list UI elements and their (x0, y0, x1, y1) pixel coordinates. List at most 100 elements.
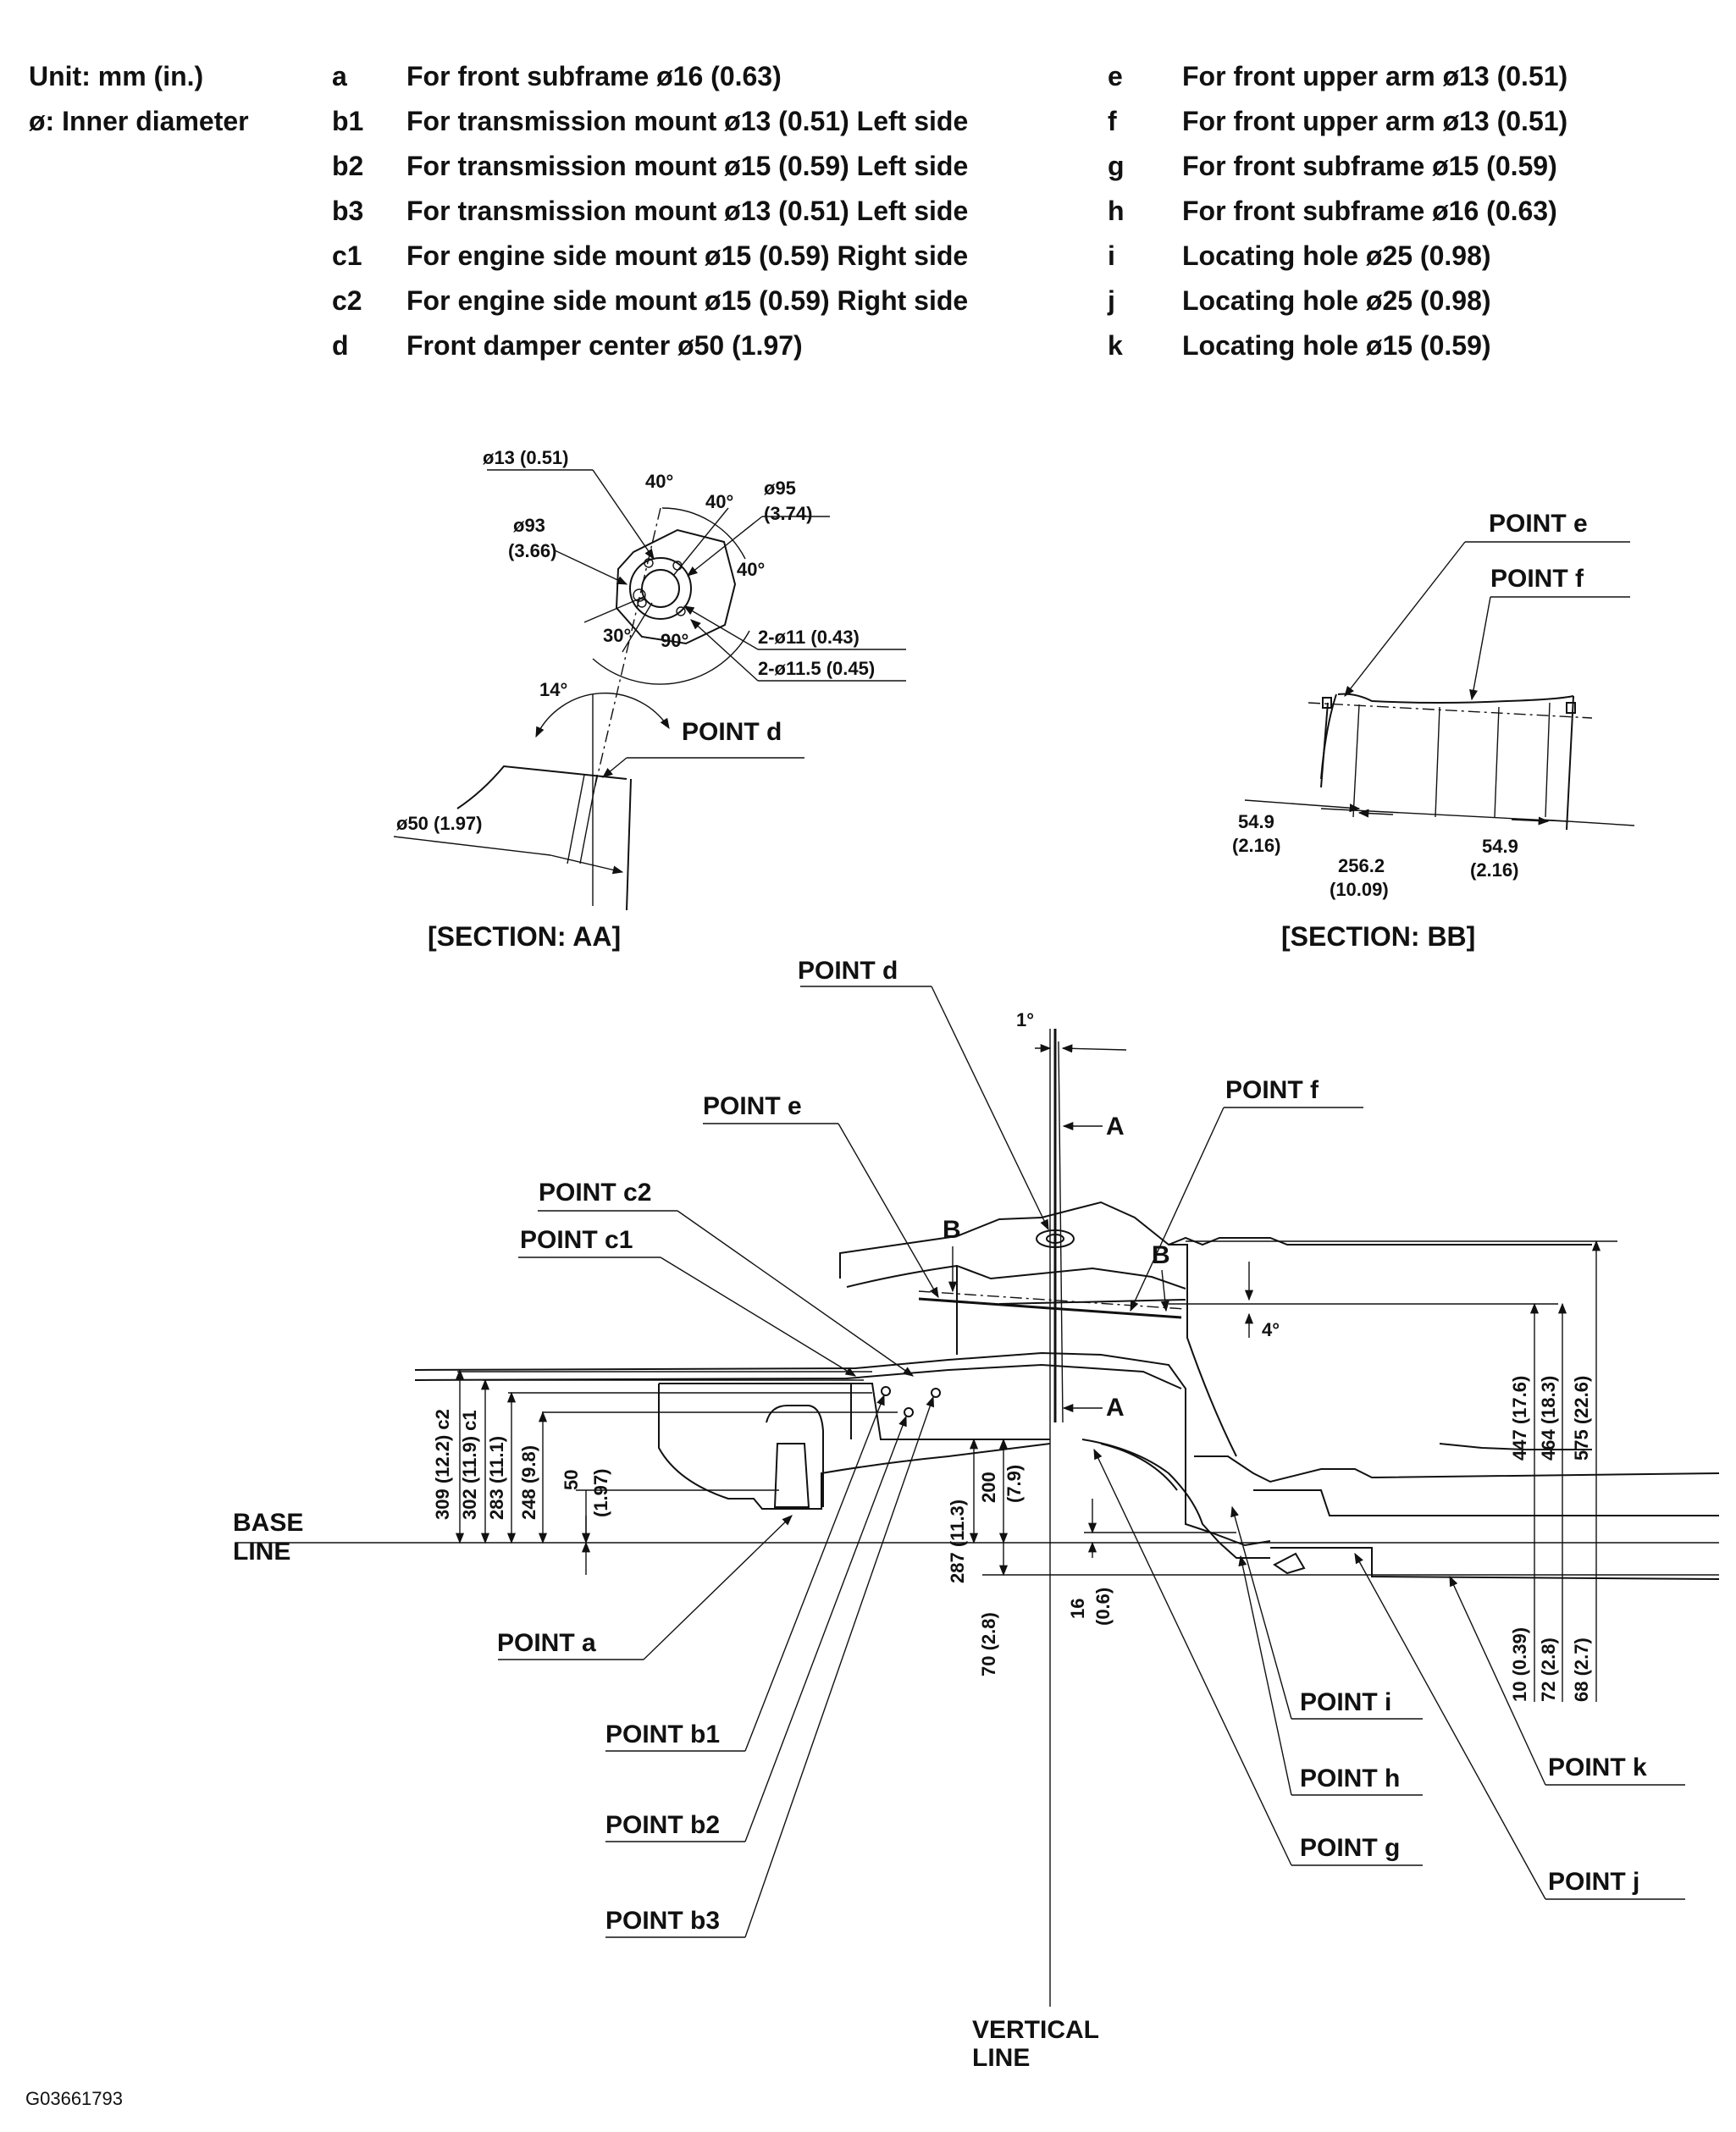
leader-c2 (677, 1210, 915, 1377)
figure-id: G03661793 (25, 2088, 123, 2109)
angle-90-label: 90° (661, 630, 688, 651)
leader-line (1344, 541, 1466, 697)
point-f-label: POINT f (1225, 1076, 1319, 1104)
dim-c1-label: 302 (11.9) c1 (459, 1410, 480, 1520)
dim-575-label: 575 (22.6) (1571, 1376, 1592, 1461)
bolt-circle-arc (592, 630, 750, 685)
leader-line (592, 469, 655, 561)
point-d-label: POINT d (682, 718, 782, 746)
arm-top-outline (1337, 693, 1574, 704)
dim-447-label: 447 (17.6) (1509, 1376, 1530, 1461)
dim-287-label: 287 (11.3) (947, 1500, 968, 1583)
dim-line (393, 836, 551, 856)
vertical-line-label: LINE (972, 2044, 1030, 2072)
leader-e (838, 1123, 939, 1299)
legend-text: For front subframe ø15 (0.59) (1182, 151, 1557, 181)
leader-g (1093, 1448, 1292, 1866)
dim-line (1540, 819, 1635, 826)
right-dim-inch-label: (2.16) (1470, 859, 1518, 881)
point-c2-label: POINT c2 (539, 1179, 651, 1207)
legend-key: b3 (332, 196, 364, 226)
leader-k (1449, 1575, 1546, 1786)
section-line (1494, 706, 1500, 818)
point-c1-label: POINT c1 (520, 1226, 633, 1254)
dia-93-label: ø93 (513, 515, 545, 536)
angle-ray (583, 596, 644, 623)
legend-key: c2 (332, 285, 362, 316)
dim-200-label: 200 (978, 1472, 999, 1503)
leader-i (1230, 1505, 1292, 1720)
leader-line (554, 550, 628, 585)
point-h-label: POINT h (1300, 1765, 1400, 1792)
legend-key: g (1108, 151, 1125, 181)
rear-frame-lower (1270, 1547, 1720, 1580)
point-g-label: POINT g (1300, 1834, 1400, 1862)
dim-arrow (1511, 816, 1550, 826)
angle-14-label: 14° (539, 679, 567, 700)
pilot-circle (629, 557, 692, 620)
dim-10-label: 10 (0.39) (1509, 1627, 1530, 1702)
bolt-head-right (1566, 702, 1576, 714)
dim-248-label: 248 (9.8) (518, 1445, 539, 1520)
mid-dim-label: 256.2 (1338, 855, 1385, 876)
point-b2-label: POINT b2 (605, 1811, 720, 1839)
angle-4-label: 4° (1262, 1319, 1280, 1340)
dim-72-label: 72 (2.8) (1538, 1638, 1559, 1702)
angle-arc (661, 507, 746, 560)
dia-95-label: ø95 (764, 478, 796, 499)
rear-frame-upper (1194, 1455, 1720, 1483)
legend-key: i (1108, 240, 1115, 271)
vertical-line-label: VERTICAL (972, 2016, 1099, 2044)
dim-283-label: 283 (11.1) (486, 1436, 507, 1520)
dim-c2-label: 309 (12.2) c2 (432, 1409, 453, 1520)
dim-50-inch-label: (1.97) (590, 1469, 611, 1517)
section-b-marker: B (1152, 1241, 1170, 1269)
section-aa-title: [SECTION: AA] (428, 921, 621, 952)
point-e-label: POINT e (1489, 510, 1588, 538)
leader-line (687, 516, 763, 577)
damper-top-mount (1036, 1229, 1075, 1248)
point-c1-hole (931, 1388, 941, 1398)
leader-line (690, 619, 759, 682)
legend-text: Front damper center ø50 (1.97) (406, 330, 803, 361)
dim-16-label: 16 (1067, 1599, 1088, 1619)
leader-h (1238, 1555, 1292, 1796)
legend-key: f (1108, 106, 1117, 136)
legend-text: For transmission mount ø13 (0.51) Left s… (406, 106, 969, 136)
point-i-label: POINT i (1300, 1688, 1391, 1716)
point-e-label: POINT e (703, 1092, 802, 1120)
legend-key: e (1108, 61, 1123, 91)
damper-top-hole (1046, 1234, 1064, 1244)
bolt-axis-right (1545, 702, 1551, 818)
holes-11-5-label: 2-ø11.5 (0.45) (758, 658, 875, 679)
leader-line (1469, 596, 1491, 701)
diameter-note: ø: Inner diameter (29, 106, 249, 136)
main-view: POINT d POINT e POINT f POINT c2 POINT c… (233, 957, 1720, 2072)
angle-40-label: 40° (705, 491, 733, 512)
angle-1-label: 1° (1016, 1009, 1034, 1030)
lower-arm-inner (1100, 1443, 1178, 1491)
right-dim-label: 54.9 (1482, 836, 1518, 857)
point-b-hole (904, 1407, 914, 1417)
legend-text: For front upper arm ø13 (0.51) (1182, 106, 1568, 136)
legend-key: b1 (332, 106, 364, 136)
bolt-hole (633, 588, 646, 602)
unit-note: Unit: mm (in.) (29, 61, 204, 91)
dim-line (550, 854, 624, 875)
base-line-label: LINE (233, 1538, 290, 1566)
rear-frame-middle (1253, 1489, 1719, 1516)
angle-ray (622, 602, 653, 653)
hole-13-label: ø13 (0.51) (483, 447, 569, 468)
point-d-label: POINT d (798, 957, 898, 985)
frame-rail-upper-inner (414, 1363, 1182, 1389)
angle-40-label: 40° (737, 559, 765, 580)
arm-left-edge (1320, 702, 1329, 788)
point-f-label: POINT f (1490, 565, 1584, 593)
damper-axis-tilt (1058, 1041, 1064, 1423)
mid-dim-inch-label: (10.09) (1330, 879, 1389, 900)
leader-b2 (744, 1415, 907, 1842)
point-a-label: POINT a (497, 1629, 596, 1657)
legend-key: k (1108, 330, 1123, 361)
apron-inner-outline (846, 1264, 1186, 1290)
